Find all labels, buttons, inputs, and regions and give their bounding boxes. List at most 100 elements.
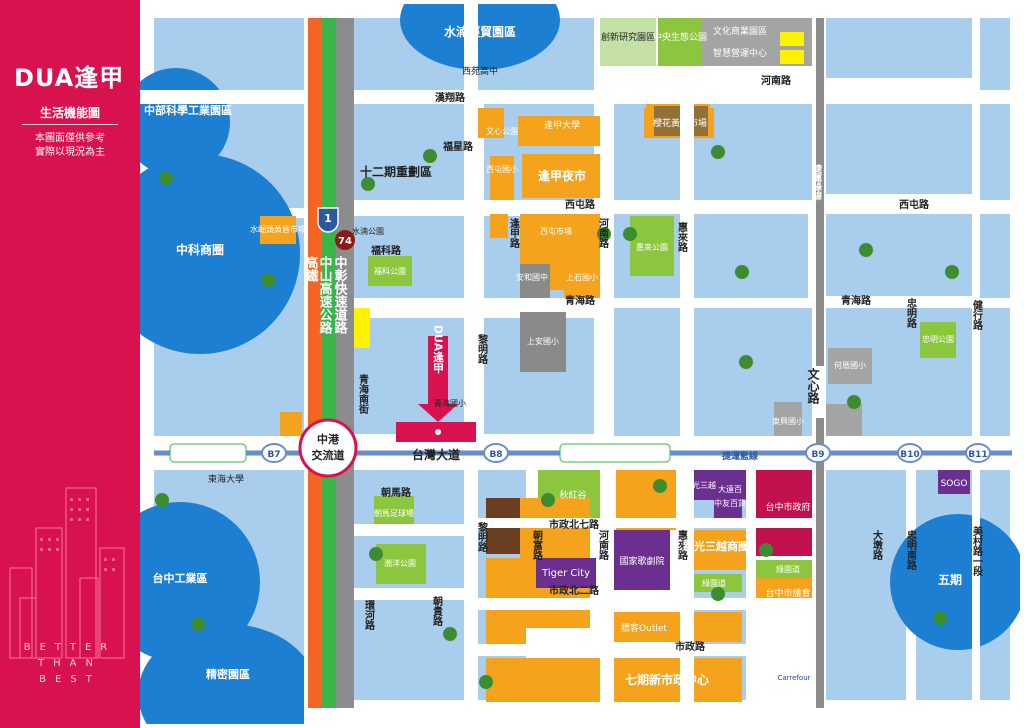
place-fuke-park: 福科公園 xyxy=(374,266,406,276)
place-chaoma-park: 朝馬足球場 xyxy=(374,508,414,518)
label-science-park: 中部科學工業園區 xyxy=(144,103,232,117)
place-xitun-school: 西屯國小 xyxy=(486,164,518,174)
brand-logo: DUA逢甲 xyxy=(14,64,125,92)
sidebar-note: 本圖面僅供參考 實際以現況為主 xyxy=(0,132,140,160)
freeway-labels: 高鐵 中山高速公路 中彰快速道路 xyxy=(303,255,348,334)
shield-1-label: 1 xyxy=(324,212,332,225)
road-shizheng: 市政路 xyxy=(675,640,706,653)
place-carrefour: Carrefour xyxy=(777,674,810,682)
place-anhe: 安和國中 xyxy=(516,272,548,282)
place-xinkuang-square: 新光三越商圈 xyxy=(683,539,749,553)
place-labels: 創新研究園區 中央生態公園 文化商業園區 智慧營運中心 櫻花黃昏市場 十二期重劃… xyxy=(208,25,967,687)
note-line: 本圖面僅供參考 xyxy=(35,133,105,144)
road-henan-top: 河南路 xyxy=(761,74,792,87)
sidebar-subtitle: 生活機能圖 xyxy=(39,106,100,120)
road-qinghai-south: 青海南街 xyxy=(357,373,370,415)
interchange-line2: 交流道 xyxy=(312,448,345,462)
place-xiyuan: 西苑高中 xyxy=(462,65,498,77)
place-smart-center: 智慧營運中心 xyxy=(713,47,767,59)
map-canvas: DUA逢甲 中港 交流道 1 74 水湳經貿園區 中部科學工業園區 中科商圈 台… xyxy=(100,0,1024,728)
label-zhongke: 中科商圈 xyxy=(176,242,224,257)
place-huilai-park: 惠來公園 xyxy=(636,242,668,252)
label-hsr: 高鐵 xyxy=(303,255,319,283)
place-yingcai: 櫻花黃昏市場 xyxy=(653,117,707,129)
interchange-line1: 中港 xyxy=(317,432,340,446)
mrt-station-label: B9 xyxy=(811,450,824,460)
place-xiyuan-park: 文心公園 xyxy=(486,126,518,136)
mrt-station-label: B8 xyxy=(489,450,502,460)
place-zhongming-park: 忠明公園 xyxy=(922,335,954,344)
mrt-station-b11[interactable] xyxy=(965,443,991,463)
place-chuangxin: 創新研究園區 xyxy=(601,31,655,43)
road-liming-low: 黎明路 xyxy=(476,521,488,553)
place-shi-er: 十二期重劃區 xyxy=(360,164,432,179)
circle-zhongke xyxy=(100,154,300,354)
road-labels: 漢翔路 福星路 福科路 西屯路 西屯路 青海路 青海路 河南路 台灣大道 捷運藍… xyxy=(370,74,930,653)
circle-shuinan xyxy=(400,0,560,70)
sidebar: DUA逢甲 生活機能圖 本圖面僅供參考 實際以現況為主 BETTER THAN … xyxy=(0,0,140,728)
slogan-line: BETTER xyxy=(23,642,117,653)
road-meicun: 美村路一段 xyxy=(971,525,983,577)
place-tiger: Tiger City xyxy=(541,568,590,579)
place-city-hall: 台中市政府 xyxy=(765,501,810,513)
road-mrt-label: 捷運藍線 xyxy=(722,450,758,462)
road-hanxiang: 漢翔路 xyxy=(435,91,466,104)
road-fuxing: 福星路 xyxy=(442,140,474,153)
functional-blocks xyxy=(260,18,970,702)
label-taichung-industrial: 台中工業區 xyxy=(153,571,208,585)
place-lvyuan-1: 綠園道 xyxy=(702,578,726,588)
road-shizheng-north7: 市政北七路 xyxy=(549,518,600,531)
place-qiqi-center: 七期新市政中心 xyxy=(625,672,709,687)
wenxin-road-label: 文心路 xyxy=(806,366,826,418)
road-zhongming-top: 忠明路 xyxy=(905,297,917,329)
label-freeway1: 中山高速公路 xyxy=(317,255,333,334)
place-dongxing: 東興國小 xyxy=(772,416,804,426)
mrt-station-label: B10 xyxy=(900,450,919,460)
slogan-line: BEST xyxy=(39,674,101,685)
circle-precision-park xyxy=(138,624,318,728)
slogan-line: THAN xyxy=(38,658,102,669)
road-xitun-top: 西屯路 xyxy=(565,198,596,211)
label-shuinan: 水湳經貿園區 xyxy=(444,24,516,39)
label-precision-park: 精密園區 xyxy=(206,667,250,681)
mrt-station-b8[interactable] xyxy=(483,443,509,463)
place-sogo: SOGO xyxy=(941,479,968,489)
road-wenxin: 文心路 xyxy=(806,367,820,405)
place-hede: 何厝國小 xyxy=(834,360,866,370)
shield-1-icon xyxy=(317,207,339,233)
tree-icons xyxy=(155,145,959,689)
road-qinghai-right: 青海路 xyxy=(841,294,872,307)
mrt-station-b10[interactable] xyxy=(897,443,923,463)
dua-site-marker[interactable]: DUA逢甲 xyxy=(396,325,476,442)
road-jianxing: 健行路 xyxy=(971,299,984,331)
road-henan-low: 河南路 xyxy=(597,530,609,561)
circle-seventh xyxy=(890,514,1024,650)
map-area: DUA逢甲 中港 交流道 1 74 水湳經貿園區 中部科學工業園區 中科商圈 台… xyxy=(100,0,1024,728)
place-bingxing: 秋紅谷 xyxy=(559,489,586,501)
place-fengjia-market: 逢甲夜市 xyxy=(538,168,586,183)
road-xitun-right: 西屯路 xyxy=(899,198,930,211)
mrt-station-label: B11 xyxy=(968,450,987,460)
mrt-station-b9[interactable] xyxy=(805,443,831,463)
place-shuiyuan-market: 水崛頭黃昏市場 xyxy=(250,224,306,234)
road-taiwan-blvd: 台灣大道 xyxy=(412,447,460,462)
mrt-station-b7[interactable] xyxy=(261,443,287,463)
circle-labels: 水湳經貿園區 中部科學工業園區 中科商圈 台中工業區 精密園區 五期 xyxy=(144,24,962,681)
place-xitun-market: 西屯市場 xyxy=(540,226,572,236)
place-shui-nan-park: 水湳公園 xyxy=(352,226,384,236)
label-seventh: 五期 xyxy=(938,572,962,587)
place-shangshi: 上石國小 xyxy=(566,273,598,282)
road-dadun: 大墩路 xyxy=(871,529,883,561)
place-opera: 國家歌劇院 xyxy=(619,555,664,567)
road-henan-mid: 河南路 xyxy=(597,218,609,249)
road-fuke: 福科路 xyxy=(370,244,402,257)
place-outlet: 標客Outlet xyxy=(621,622,667,634)
zhonggang-interchange[interactable]: 中港 交流道 xyxy=(298,418,358,478)
road-chaoma: 朝馬路 xyxy=(381,486,412,499)
district-circles xyxy=(100,0,1024,728)
road-chaogui: 朝貴路 xyxy=(431,595,443,627)
road-huilai-low: 惠來路 xyxy=(676,529,688,561)
shield-74-label: 74 xyxy=(338,236,352,247)
road-zhongming-low: 忠明南路 xyxy=(905,529,917,571)
